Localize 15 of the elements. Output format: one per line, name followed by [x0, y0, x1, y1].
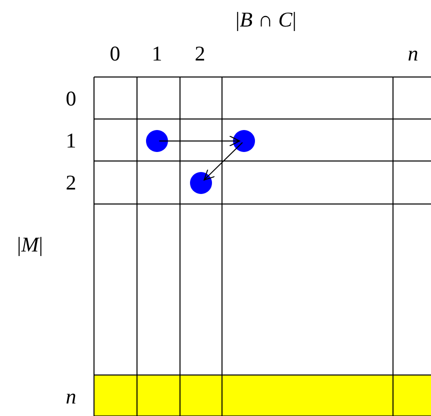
axis-label: 2	[194, 44, 206, 64]
axis-label: n	[66, 386, 76, 408]
axis-label: 2	[66, 172, 76, 194]
dot-marker	[233, 130, 255, 152]
axis-label: 1	[66, 130, 76, 152]
arrow	[204, 142, 243, 180]
dot-marker	[190, 172, 212, 194]
axis-label: 1	[152, 44, 162, 64]
axis-label: 0	[110, 44, 120, 64]
dot-marker	[146, 130, 168, 152]
axis-label: n	[408, 44, 418, 64]
axis-label: |B ∩ C|	[236, 10, 296, 30]
axis-label: |M|	[17, 234, 43, 256]
axis-label: 0	[66, 88, 76, 110]
arrow	[158, 136, 240, 146]
